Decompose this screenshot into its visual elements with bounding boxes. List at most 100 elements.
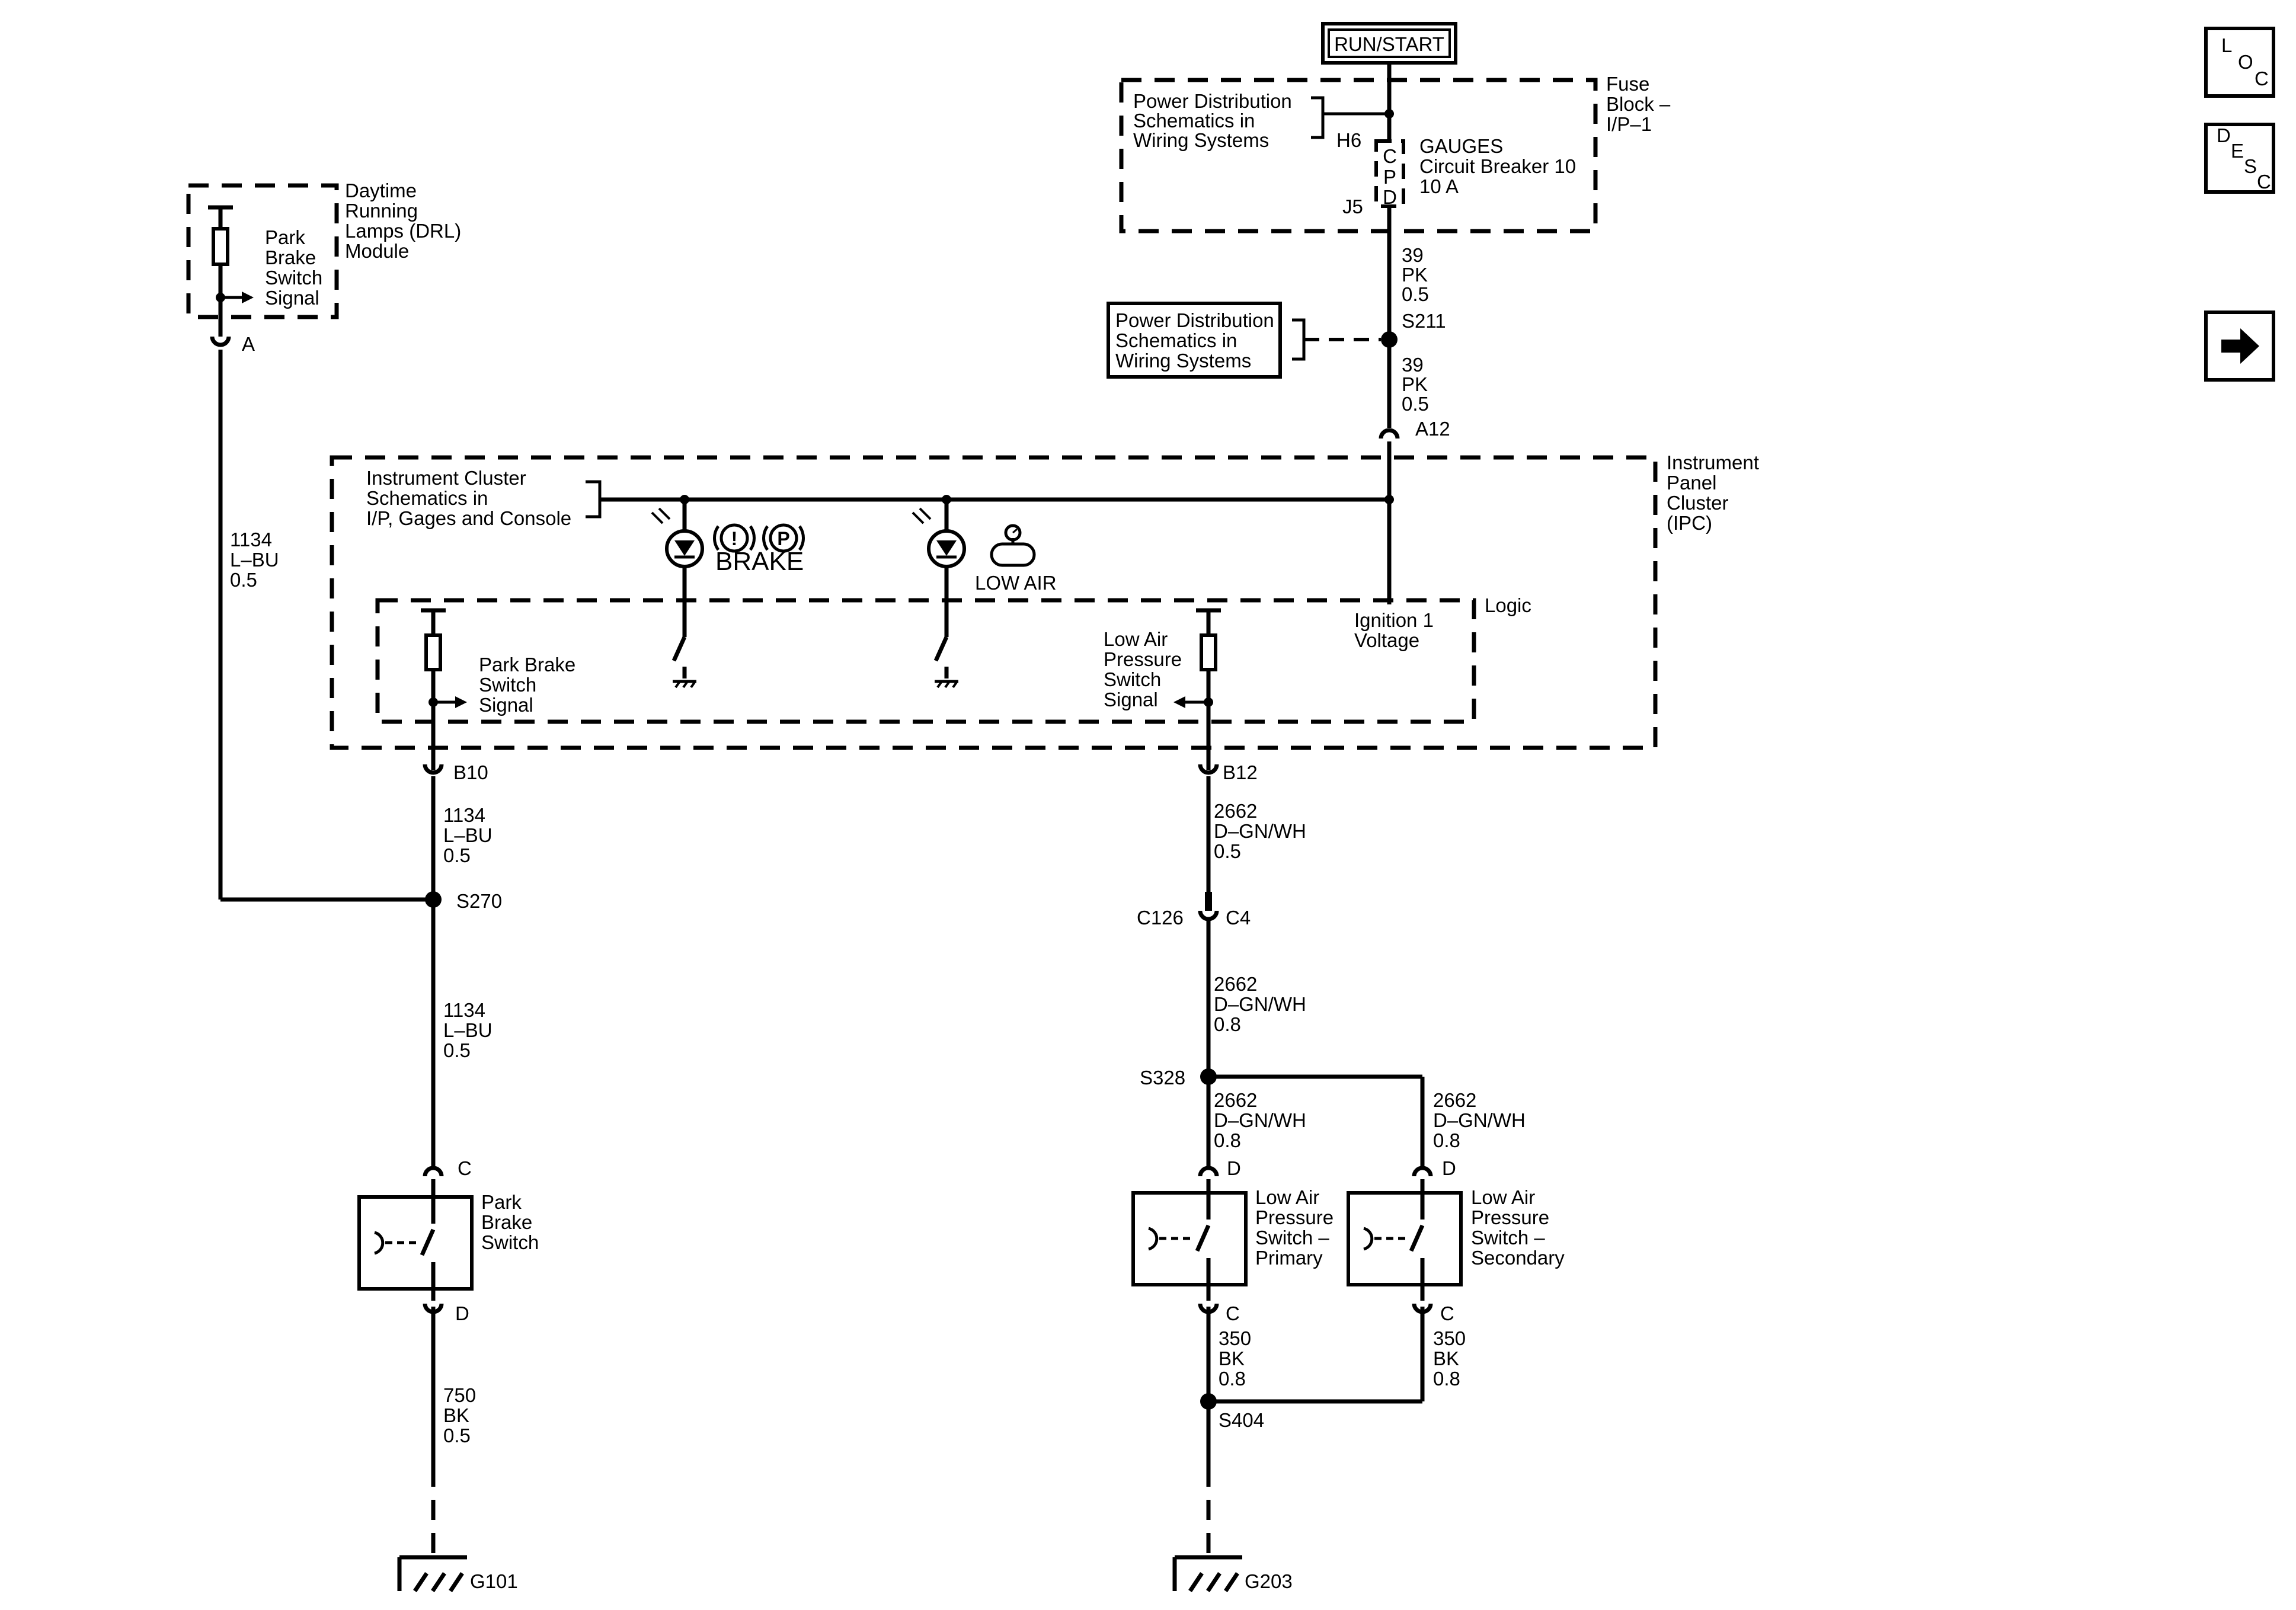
svg-text:D: D (2217, 124, 2231, 146)
svg-text:RUN/START: RUN/START (1334, 33, 1444, 55)
low-air-signal-label: Low Air Pressure Switch Signal (1104, 628, 1182, 710)
svg-text:Secondary: Secondary (1471, 1247, 1565, 1269)
svg-text:0.5: 0.5 (443, 1425, 471, 1446)
svg-text:0.5: 0.5 (1402, 283, 1429, 305)
svg-text:Park Brake: Park Brake (479, 654, 575, 676)
svg-text:Power Distribution: Power Distribution (1133, 90, 1292, 112)
svg-text:Schematics in: Schematics in (1115, 329, 1237, 351)
loc-button[interactable]: L O C (2204, 27, 2275, 98)
svg-text:0.8: 0.8 (1214, 1129, 1241, 1151)
svg-text:2662: 2662 (1214, 800, 1257, 822)
svg-text:Low Air: Low Air (1104, 628, 1168, 650)
connector-c126-c4 (1198, 892, 1219, 921)
svg-text:1134: 1134 (443, 804, 485, 826)
svg-text:Low Air: Low Air (1471, 1186, 1535, 1208)
low-air-text: LOW AIR (975, 572, 1057, 594)
low-air-switch-secondary (1347, 1191, 1463, 1286)
svg-text:!: ! (731, 528, 738, 549)
brake-warning-icon: ! P (713, 523, 805, 553)
connector-secondary-d-label: D (1442, 1157, 1456, 1179)
svg-text:L–BU: L–BU (443, 1019, 493, 1041)
svg-text:Pressure: Pressure (1104, 648, 1182, 670)
pin-h6: H6 (1336, 129, 1361, 151)
connector-a12-label: A12 (1415, 418, 1450, 440)
brake-indicator (665, 500, 704, 689)
splice-s404 (1200, 1393, 1217, 1410)
fuse-block-label: Fuse Block – I/P–1 (1606, 73, 1671, 135)
brake-light-rays-icon (651, 507, 671, 524)
svg-text:Power Distribution: Power Distribution (1115, 309, 1274, 331)
arrow-right-icon (2221, 328, 2259, 364)
park-brake-signal-label: Park Brake Switch Signal (479, 654, 575, 716)
splice-s270 (425, 891, 442, 908)
splice-s404-label: S404 (1219, 1409, 1264, 1431)
svg-text:0.5: 0.5 (443, 844, 471, 866)
svg-text:2662: 2662 (1214, 1089, 1257, 1111)
svg-text:C: C (1383, 145, 1397, 167)
svg-text:Low Air: Low Air (1255, 1186, 1319, 1208)
svg-text:BK: BK (443, 1404, 469, 1426)
ground-g203-label: G203 (1245, 1570, 1293, 1592)
drl-module-outline (186, 183, 339, 319)
ground-g203-icon (1172, 1555, 1242, 1592)
svg-text:0.5: 0.5 (1214, 840, 1241, 862)
connector-secondary-c-label: C (1440, 1302, 1454, 1324)
brake-text: BRAKE (715, 547, 804, 576)
svg-text:Switch –: Switch – (1255, 1227, 1329, 1249)
low-air-switch-primary (1131, 1191, 1248, 1286)
connector-c126-label: C126 (1137, 907, 1184, 929)
fuse-block-outline (1119, 78, 1598, 233)
svg-text:Signal: Signal (1104, 689, 1158, 710)
svg-text:Pressure: Pressure (1471, 1206, 1549, 1228)
svg-text:E: E (2231, 140, 2244, 162)
svg-text:PK: PK (1402, 264, 1428, 286)
svg-text:D–GN/WH: D–GN/WH (1433, 1109, 1526, 1131)
svg-text:Signal: Signal (265, 287, 319, 309)
wire-39-pk-lower: 39 PK 0.5 (1402, 354, 1429, 415)
connector-primary-c-label: C (1226, 1302, 1240, 1324)
svg-text:Ignition 1: Ignition 1 (1354, 609, 1434, 631)
connector-a-label: A (242, 333, 255, 355)
svg-text:D–GN/WH: D–GN/WH (1214, 1109, 1306, 1131)
svg-text:0.5: 0.5 (443, 1039, 471, 1061)
svg-text:Switch –: Switch – (1471, 1227, 1545, 1249)
connector-primary-d (1198, 1166, 1219, 1177)
splice-s211-label: S211 (1402, 310, 1446, 332)
wire-1134-b10: 1134 L–BU 0.5 (443, 804, 493, 866)
wire-1134-s270: 1134 L–BU 0.5 (443, 999, 493, 1061)
wire-350-bk-secondary: 350 BK 0.8 (1433, 1327, 1466, 1390)
connector-primary-d-label: D (1227, 1157, 1241, 1179)
svg-text:D–GN/WH: D–GN/WH (1214, 820, 1306, 842)
splice-s328-label: S328 (1140, 1067, 1185, 1089)
svg-text:Schematics in: Schematics in (366, 487, 488, 509)
ignition-voltage-label: Ignition 1 Voltage (1354, 609, 1434, 651)
svg-text:350: 350 (1219, 1327, 1251, 1349)
next-page-button[interactable] (2204, 311, 2275, 382)
drl-signal-label: Park Brake Switch Signal (265, 226, 322, 309)
svg-text:Switch: Switch (1104, 668, 1161, 690)
svg-text:Brake: Brake (481, 1211, 532, 1233)
svg-text:0.8: 0.8 (1214, 1013, 1241, 1035)
connector-pb-c (423, 1166, 444, 1177)
svg-text:Block –: Block – (1606, 93, 1671, 115)
low-air-signal-circuit (1173, 608, 1221, 770)
splice-ref-label: Power Distribution Schematics in Wiring … (1107, 302, 1381, 379)
svg-text:I/P–1: I/P–1 (1606, 113, 1652, 135)
svg-text:Instrument: Instrument (1667, 452, 1759, 473)
svg-text:D: D (1383, 186, 1397, 208)
desc-button[interactable]: D E S C (2204, 123, 2275, 194)
ipc-ref-label: Instrument Cluster Schematics in I/P, Ga… (366, 467, 602, 529)
connector-b12-label: B12 (1223, 761, 1258, 783)
svg-text:GAUGES: GAUGES (1419, 135, 1503, 157)
logic-outline (375, 598, 1476, 724)
svg-text:1134: 1134 (443, 999, 485, 1021)
svg-text:Circuit Breaker 10: Circuit Breaker 10 (1419, 155, 1576, 177)
connector-b12 (1198, 764, 1219, 775)
svg-text:Wiring Systems: Wiring Systems (1133, 129, 1269, 151)
logic-label: Logic (1485, 594, 1531, 616)
low-air-switch-secondary-label: Low Air Pressure Switch – Secondary (1471, 1186, 1565, 1269)
svg-text:Wiring Systems: Wiring Systems (1115, 350, 1251, 372)
svg-text:2662: 2662 (1433, 1089, 1476, 1111)
drl-module-label: Daytime Running Lamps (DRL) Module (345, 180, 461, 262)
